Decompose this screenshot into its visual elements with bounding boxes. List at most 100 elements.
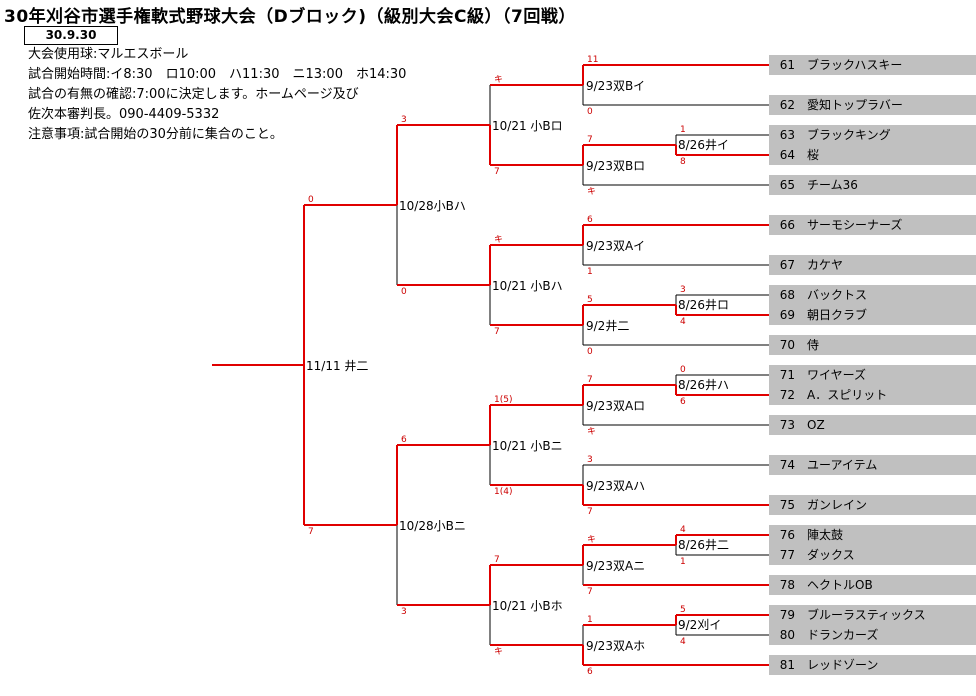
score: キ <box>494 75 504 85</box>
team-number: 71 <box>779 368 795 382</box>
score: キ <box>587 427 597 437</box>
match-label: 9/23双Bロ <box>586 159 646 173</box>
score: 1(4) <box>494 487 513 497</box>
team-name: ダックス <box>807 548 855 562</box>
score: 0 <box>401 287 407 297</box>
team-name: ガンレイン <box>807 498 868 512</box>
match-label: 9/2井二 <box>586 319 630 333</box>
score: 1 <box>680 125 686 135</box>
score: 0 <box>308 195 314 205</box>
team-name: カケヤ <box>807 258 844 272</box>
team-name: ドランカーズ <box>807 628 879 642</box>
score: 3 <box>587 455 593 465</box>
match-label: 10/21 小Bハ <box>492 279 563 293</box>
match-label: 10/21 小Bニ <box>492 439 563 453</box>
team-number: 66 <box>779 218 795 232</box>
team-number: 72 <box>779 388 795 402</box>
match-label: 10/28小Bニ <box>399 519 466 533</box>
score: 7 <box>587 135 593 145</box>
score: 0 <box>587 347 593 357</box>
info-start-times: 試合開始時間:イ8:30 ロ10:00 ハ11:30 ニ13:00 ホ14:30 <box>28 67 407 82</box>
page-title: 30年刈谷市選手権軟式野球大会（Dブロック)（級別大会C級）（7回戦） <box>4 7 576 27</box>
date-box: 30.9.30 <box>24 26 118 45</box>
score: 3 <box>680 285 686 295</box>
score: 3 <box>401 607 407 617</box>
team-name: ユーアイテム <box>807 458 878 472</box>
team-number: 80 <box>779 628 795 642</box>
score: 1 <box>587 615 593 625</box>
score: 6 <box>587 667 593 677</box>
team-row: 78 ヘクトルOB <box>769 575 976 595</box>
match-label: 9/23双Aロ <box>586 399 646 413</box>
match-label: 9/23双Aハ <box>586 479 646 493</box>
score: 5 <box>680 605 686 615</box>
team-row: 70 侍 <box>769 335 976 355</box>
match-label: 10/21 小Bロ <box>492 119 563 133</box>
team-number: 69 <box>779 308 795 322</box>
team-number: 77 <box>779 548 795 562</box>
score: キ <box>494 235 504 245</box>
team-name: バックトス <box>807 288 868 302</box>
winner-lines <box>212 64 769 666</box>
team-number: 70 <box>779 338 795 352</box>
team-number: 81 <box>779 658 795 672</box>
team-number: 65 <box>779 178 795 192</box>
score: 7 <box>494 167 500 177</box>
score: 6 <box>587 215 593 225</box>
score: 7 <box>587 507 593 517</box>
match-label: 11/11 井二 <box>306 359 369 373</box>
info-ball: 大会使用球:マルエスボール <box>28 47 189 62</box>
score: 4 <box>680 637 686 647</box>
team-row: 75 ガンレイン <box>769 495 976 515</box>
match-label: 10/28小Bハ <box>399 199 466 213</box>
team-name: ブラックキング <box>807 128 891 142</box>
team-name: 侍 <box>807 338 820 352</box>
team-name: ヘクトルOB <box>807 578 873 592</box>
match-label: 9/2刈イ <box>678 618 722 632</box>
team-row: 67 カケヤ <box>769 255 976 275</box>
team-row: 63 ブラックキング <box>769 125 976 145</box>
team-name: 桜 <box>807 148 820 162</box>
score: 3 <box>401 115 407 125</box>
team-name: チーム36 <box>807 178 858 192</box>
score: 4 <box>680 317 686 327</box>
score: 1 <box>680 557 686 567</box>
team-number: 79 <box>779 608 795 622</box>
score: 1(5) <box>494 395 513 405</box>
team-row: 66 サーモシーナーズ <box>769 215 976 235</box>
team-number: 63 <box>779 128 795 142</box>
score: 7 <box>494 327 500 337</box>
team-name: OZ <box>807 418 825 432</box>
team-name: サーモシーナーズ <box>807 218 903 232</box>
score: 1 <box>587 267 593 277</box>
team-number: 75 <box>779 498 795 512</box>
info-notes: 注意事項:試合開始の30分前に集合のこと。 <box>28 127 283 142</box>
info-confirmation: 試合の有無の確認:7:00に決定します。ホームページ及び <box>28 87 359 102</box>
score: 7 <box>587 587 593 597</box>
score: 8 <box>680 157 686 167</box>
team-number: 76 <box>779 528 795 542</box>
team-row: 65 チーム36 <box>769 175 976 195</box>
team-number: 67 <box>779 258 795 272</box>
team-number: 78 <box>779 578 795 592</box>
match-label: 8/26井ロ <box>678 298 729 312</box>
score: 0 <box>587 107 593 117</box>
score: 6 <box>680 397 686 407</box>
team-number: 62 <box>779 98 795 112</box>
match-label: 9/23双Bイ <box>586 79 646 93</box>
score: 5 <box>587 295 593 305</box>
team-name: 陣太鼓 <box>807 528 844 542</box>
team-name: 愛知トップラバー <box>807 98 903 112</box>
team-name: ワイヤーズ <box>807 368 867 382</box>
match-label: 9/23双Aホ <box>586 639 646 653</box>
match-label: 8/26井イ <box>678 138 729 152</box>
match-label: 8/26井二 <box>678 538 729 552</box>
